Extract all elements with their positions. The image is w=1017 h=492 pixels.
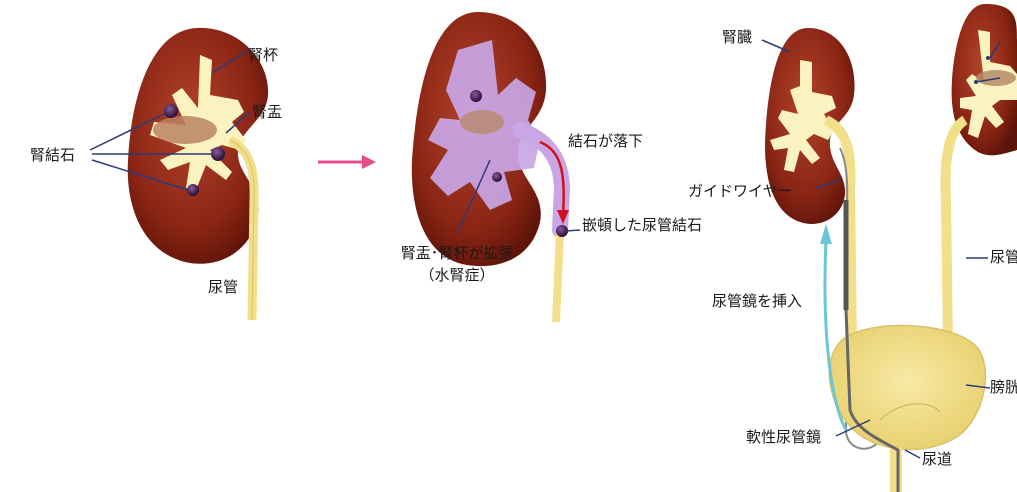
label-dilation: 腎盂･腎杯が拡張: [368, 244, 546, 262]
label-flexible-scope: 軟性尿管鏡: [746, 428, 821, 446]
label-kidney-stones: 腎結石: [30, 146, 75, 164]
label-ureter-cut: 尿管: [990, 248, 1017, 266]
label-insert-scope: 尿管鏡を挿入: [712, 292, 802, 310]
stone-2: [211, 147, 225, 161]
label-urethra: 尿道: [922, 450, 952, 468]
label-pelvis: 腎盂: [252, 103, 282, 121]
label-stone-falling: 結石が落下: [568, 132, 643, 150]
stone-3: [187, 184, 199, 196]
stone-1: [164, 104, 178, 118]
transition-arrow: [318, 155, 376, 169]
label-ureter: 尿管: [208, 278, 238, 296]
label-impacted-stone: 嵌頓した尿管結石: [582, 216, 702, 234]
kidney-right-b: [946, 4, 1017, 345]
bladder: [829, 310, 985, 492]
kidney-left: [128, 28, 268, 320]
label-hydronephrosis: （水腎症）: [368, 266, 546, 284]
label-calyx: 腎杯: [248, 46, 278, 64]
label-guidewire: ガイドワイヤー: [688, 182, 793, 200]
label-bladder-cut: 膀胱: [990, 378, 1017, 396]
label-kidney: 腎臓: [722, 28, 752, 46]
